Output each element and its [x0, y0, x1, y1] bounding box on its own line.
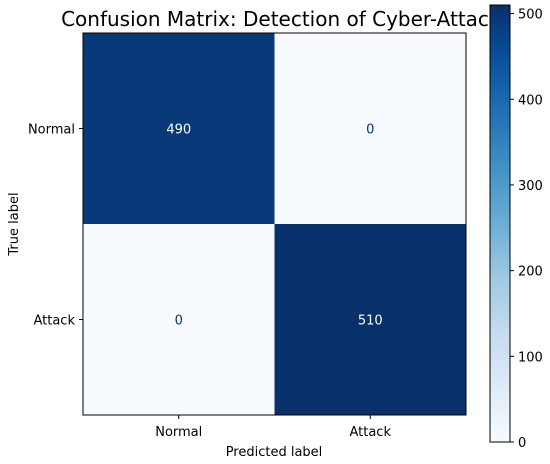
cell-value-label: 490	[166, 123, 191, 138]
y-axis-label: True label	[7, 192, 22, 256]
x-axis-ticks: Normal Attack	[155, 415, 391, 440]
colorbar-ticks: 0 100 200 300 400 500	[510, 8, 543, 451]
colorbar-tick-label: 300	[518, 179, 543, 194]
y-tick-label: Attack	[33, 314, 75, 329]
colorbar-tick-label: 200	[518, 265, 543, 280]
chart-title: Confusion Matrix: Detection of Cyber-Att…	[61, 7, 489, 31]
colorbar-tick-label: 500	[518, 8, 543, 23]
cell-value-labels: 490 0 0 510	[166, 123, 382, 329]
heatmap-cell	[274, 224, 466, 415]
heatmap-cell	[83, 33, 275, 224]
cell-value-label: 510	[358, 314, 383, 329]
colorbar-tick-label: 100	[518, 350, 543, 365]
cell-value-label: 0	[366, 123, 374, 138]
colorbar-tick-label: 0	[518, 436, 526, 451]
colorbar	[489, 4, 511, 443]
y-tick-label: Normal	[28, 123, 75, 138]
colorbar-tick-label: 400	[518, 93, 543, 108]
heatmap-cells	[83, 33, 466, 415]
cell-value-label: 0	[175, 314, 183, 329]
x-tick-label: Attack	[349, 425, 391, 440]
heatmap-cell	[274, 33, 466, 224]
x-tick-label: Normal	[155, 425, 202, 440]
heatmap-cell	[83, 224, 275, 415]
x-axis-label: Predicted label	[226, 445, 323, 460]
plot-frame	[82, 32, 467, 416]
